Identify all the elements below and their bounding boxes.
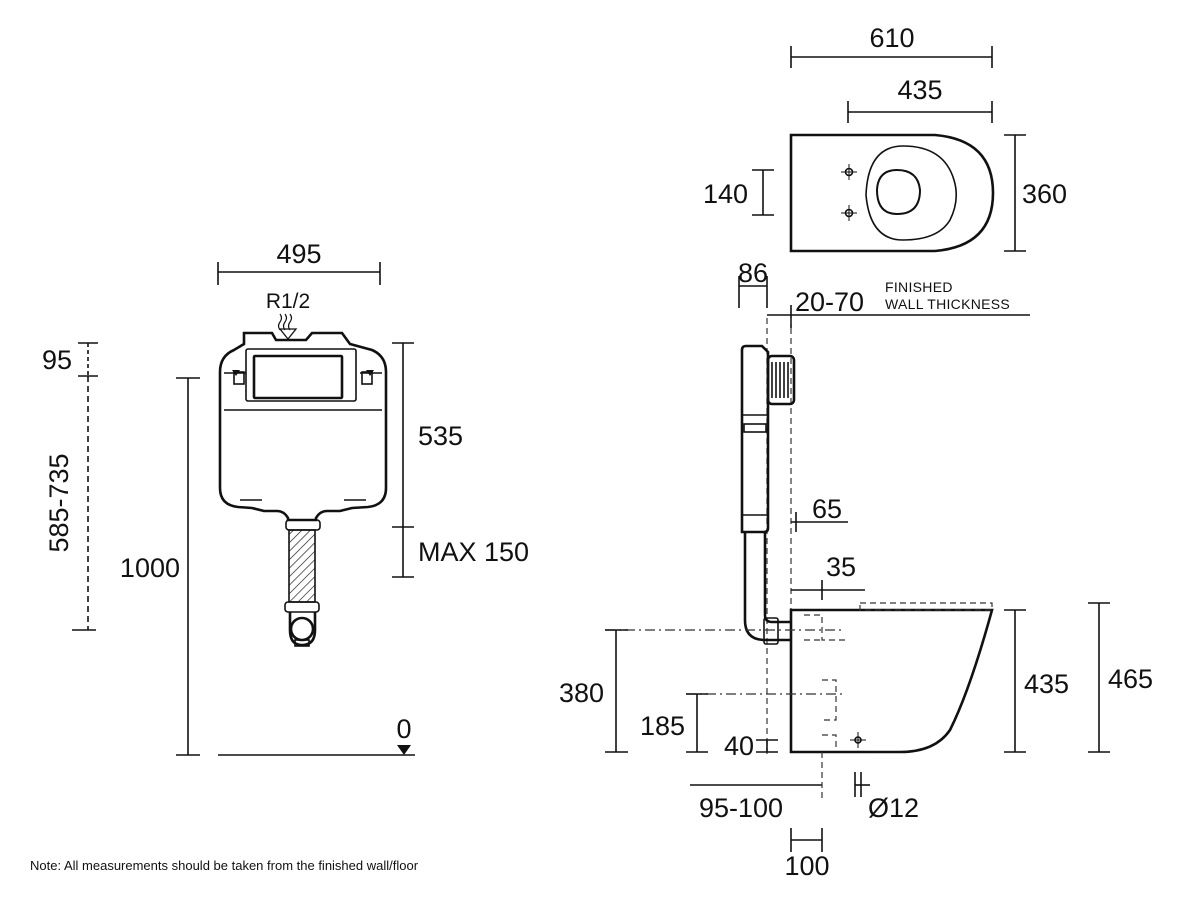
outlet-offset-label: 95-100 <box>699 793 783 823</box>
seat-length-label: 435 <box>897 75 942 105</box>
fixing-offset-label: 100 <box>784 851 829 881</box>
fixing-point-icon <box>841 205 857 221</box>
side-view: 86 20-70 FINISHED WALL THICKNESS <box>559 258 1153 881</box>
height-range-label: 585-735 <box>44 453 74 552</box>
total-height-label: 1000 <box>120 553 180 583</box>
wall-range-label: 20-70 <box>795 287 864 317</box>
pan-width-label: 360 <box>1022 179 1067 209</box>
dim-35-label: 35 <box>826 552 856 582</box>
top-view: 610 435 140 360 <box>703 23 1067 253</box>
front-width-label: 495 <box>276 239 321 269</box>
floor-zero-label: 0 <box>396 714 411 744</box>
dim-65-label: 65 <box>812 494 842 524</box>
cistern-height-label: 535 <box>418 421 463 451</box>
pan-total-height-label: 465 <box>1108 664 1153 694</box>
fixing-diameter-label: Ø12 <box>868 793 919 823</box>
cistern-body <box>218 331 388 522</box>
wall-note-line-2: WALL THICKNESS <box>885 296 1010 312</box>
water-inlet-icon <box>277 313 298 341</box>
pan-top-outline <box>789 133 995 253</box>
wall-note-line-1: FINISHED <box>885 279 953 295</box>
top-offset-label: 95 <box>42 345 72 375</box>
outlet-height-label: 380 <box>559 678 604 708</box>
fixing-height-label: 40 <box>724 731 754 761</box>
fixing-spacing-label: 140 <box>703 179 748 209</box>
front-view: 495 R1/2 <box>42 239 529 756</box>
pan-height-label: 435 <box>1024 669 1069 699</box>
fixing-point-icon <box>841 164 857 180</box>
supply-height-label: 185 <box>640 711 685 741</box>
pan-length-label: 610 <box>869 23 914 53</box>
max-offset-label: MAX 150 <box>418 537 529 567</box>
pan-side-outline <box>789 608 994 754</box>
frame-depth-label: 86 <box>738 258 768 288</box>
flush-pipe <box>284 519 321 647</box>
cistern-side <box>740 344 796 645</box>
measurement-note: Note: All measurements should be taken f… <box>30 858 419 873</box>
inlet-label: R1/2 <box>266 290 310 313</box>
